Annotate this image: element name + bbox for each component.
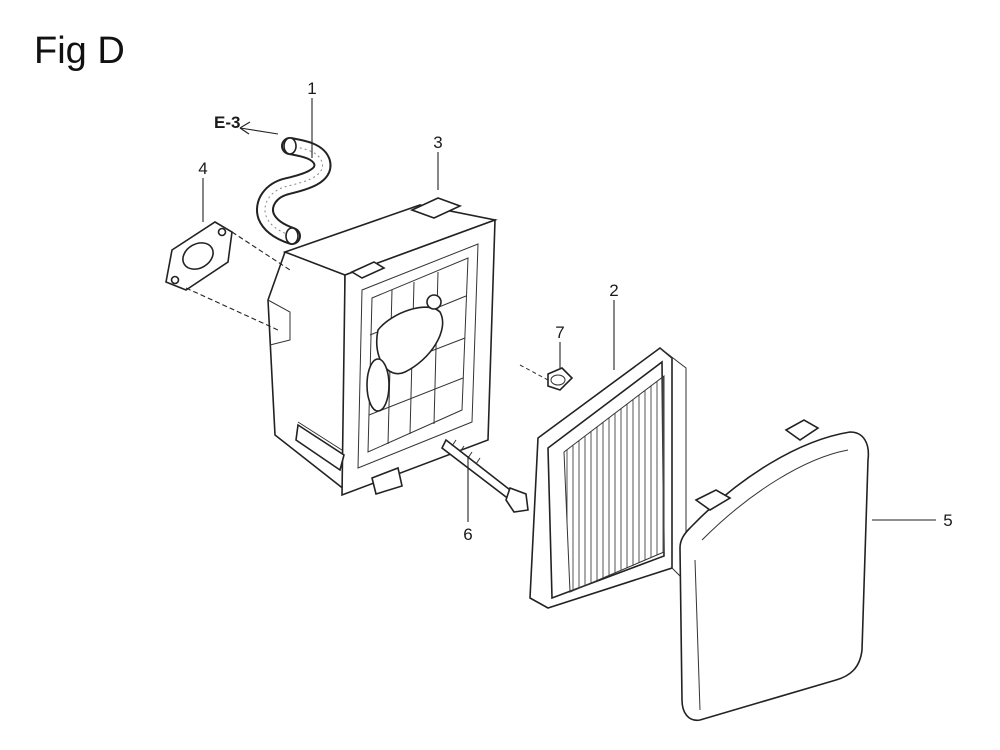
callout-4: 4 bbox=[198, 159, 207, 178]
air-cleaner-cover-icon bbox=[679, 419, 870, 722]
breather-tube-icon bbox=[256, 137, 332, 245]
callout-6: 6 bbox=[463, 525, 472, 544]
figure-title: Fig D bbox=[34, 30, 125, 72]
cross-reference-label: E-3 bbox=[214, 113, 240, 132]
long-bolt-icon bbox=[440, 438, 529, 513]
air-cleaner-case-icon bbox=[267, 197, 498, 497]
flange-bolt-icon bbox=[519, 364, 574, 391]
callout-3: 3 bbox=[433, 133, 442, 152]
callout-5: 5 bbox=[943, 511, 952, 530]
callout-2: 2 bbox=[609, 281, 618, 300]
callout-7: 7 bbox=[555, 323, 564, 342]
callout-1: 1 bbox=[307, 79, 316, 98]
air-filter-element-icon bbox=[529, 346, 687, 609]
gasket-icon bbox=[165, 221, 233, 291]
leader-lines bbox=[185, 98, 936, 522]
